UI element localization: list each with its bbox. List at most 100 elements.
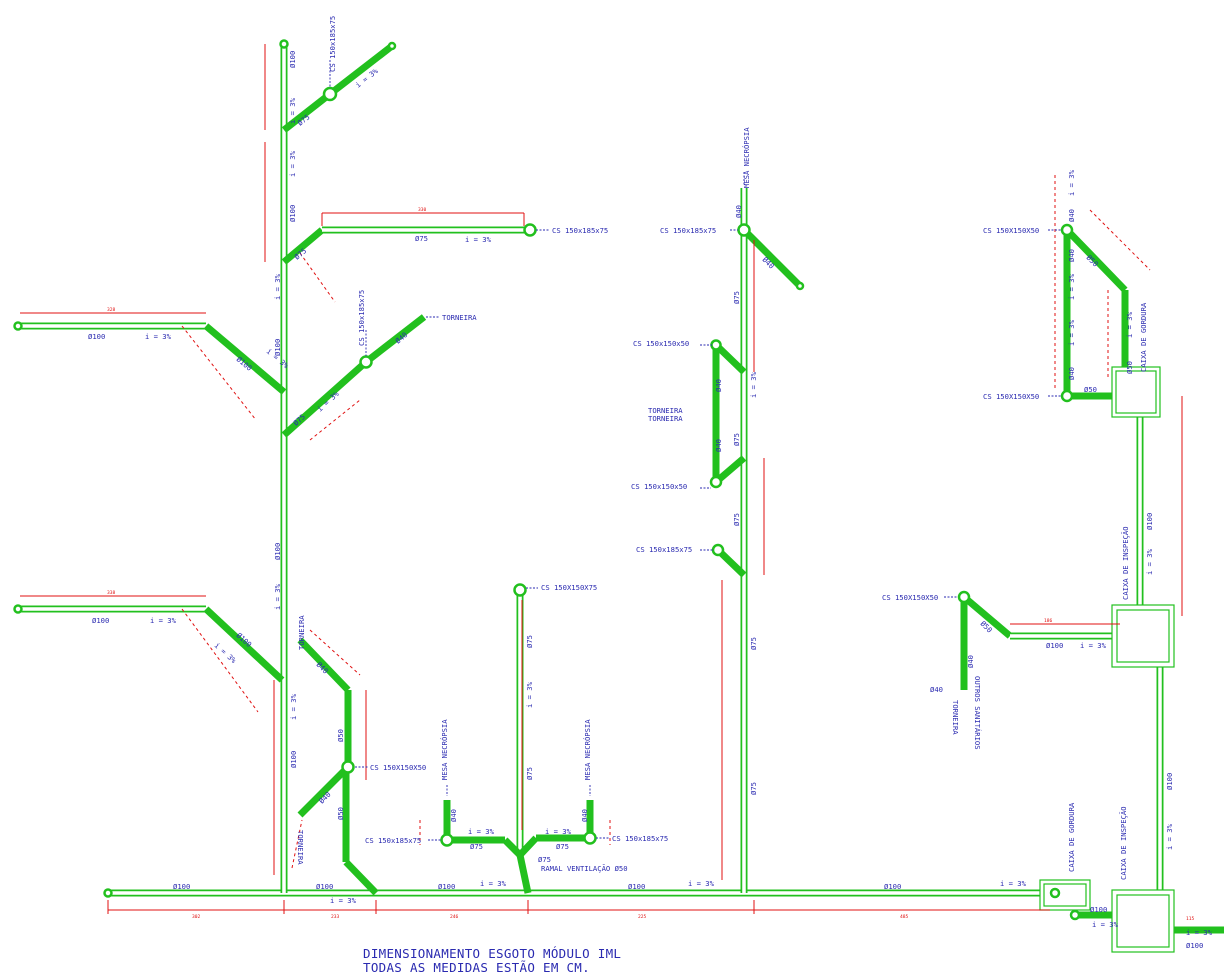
label-d75-rc-b: Ø75 [732, 433, 741, 446]
dim-186: 186 [1044, 618, 1053, 624]
label-caixa-gordura-top: CAIXA DE GORDURA [1139, 302, 1148, 372]
label-d100-fr: Ø100 [1145, 513, 1154, 530]
label-mesa-left: MESA NECRÓPSIA [440, 719, 449, 780]
label-slope-b: i = 3% [688, 879, 715, 888]
label-torneira-rc-a: TORNEIRA [648, 406, 683, 415]
pipe-network [18, 43, 1224, 934]
dim-233: 233 [331, 914, 340, 920]
label-slope-v1: i = 3% [288, 97, 297, 124]
drawing-title: DIMENSIONAMENTO ESGOTO MÓDULO IML [363, 946, 622, 961]
label-slope-v5: i = 3% [289, 693, 298, 720]
label-slope-os: i = 3% [1080, 641, 1107, 650]
label-d50-fr-b: Ø50 [1084, 385, 1097, 394]
label-slope-frl: i = 3% [1165, 823, 1174, 850]
label-slope-a: i = 3% [480, 879, 507, 888]
label-d100-v2: Ø100 [288, 205, 297, 222]
label-mesa-top: MESA NECRÓPSIA [742, 127, 751, 188]
label-cs-185-left: CS 150x185x75 [365, 836, 421, 845]
label-d75-rc-d: Ø75 [749, 637, 758, 650]
label-d50-fr-c: Ø50 [1125, 361, 1134, 374]
label-d100-v1: Ø100 [288, 51, 297, 68]
label-cs-150x150x75: CS 150X150X75 [541, 583, 597, 592]
label-cs-top-right: CS 150x185x75 [552, 226, 608, 235]
label-slope-frl-b: i = 3% [1092, 920, 1119, 929]
label-slope-fr-d: i = 3% [1125, 311, 1134, 338]
annotation-leaders [329, 60, 1062, 841]
label-d100-v5: Ø100 [289, 751, 298, 768]
label-d100-frl-b: Ø100 [1090, 905, 1107, 914]
label-slope-fr-e: i = 3% [1145, 548, 1154, 575]
label-torneira-os: TORNEIRA [951, 700, 960, 735]
label-slope-c: i = 3% [1000, 879, 1027, 888]
dim-246: 246 [450, 914, 459, 920]
label-d100-diag-a: Ø100 [235, 355, 254, 373]
label-slope-frl-c: i = 3% [1186, 928, 1213, 937]
label-slope-h: i = 3% [465, 235, 492, 244]
label-d100-e: Ø100 [884, 882, 901, 891]
dim-225: 225 [638, 914, 647, 920]
cs-box-top [322, 86, 338, 102]
label-caixa-inspecao-bottom: CAIXA DE INSPEÇÃO [1119, 806, 1128, 880]
label-d100-frl: Ø100 [1165, 773, 1174, 790]
label-slope-fr-c: i = 3% [1067, 319, 1076, 346]
label-torneira-a: TORNEIRA [297, 615, 306, 650]
label-d75-rc-a: Ø75 [732, 291, 741, 304]
label-d100-v4: Ø100 [273, 543, 282, 560]
label-d75-mesa-l: Ø75 [470, 842, 483, 851]
label-d40-os: Ø40 [966, 655, 975, 668]
label-d40-fr-c: Ø40 [1067, 367, 1076, 380]
label-d100-d: Ø100 [628, 882, 645, 891]
label-d75-rc-e: Ø75 [749, 782, 758, 795]
label-slope-left-a: i = 3% [145, 332, 172, 341]
label-d40-mesa-r: Ø40 [580, 809, 589, 822]
label-slope-mesa-r: i = 3% [545, 827, 572, 836]
label-slope-left-b: i = 3% [150, 616, 177, 625]
label-caixa-gordura-bottom: CAIXA DE GORDURA [1067, 802, 1076, 872]
label-slope-center: i = 3% [525, 681, 534, 708]
dim-115: 115 [1186, 916, 1195, 922]
dim-485: 485 [900, 914, 909, 920]
label-d40-rc-b: Ø40 [714, 379, 723, 392]
label-d40-fr-a: Ø40 [1067, 209, 1076, 222]
dim-328: 328 [107, 307, 116, 313]
label-slope-v3: i = 3% [273, 273, 282, 300]
label-outros: OUTROS SANITÁRIOS [973, 676, 982, 750]
dim-302: 302 [192, 914, 201, 920]
label-d100-frl-c: Ø100 [1186, 941, 1203, 950]
dim-338: 338 [107, 590, 116, 596]
label-cs-185-rc-b: CS 150x185x75 [636, 545, 692, 554]
label-torneira-top: TORNEIRA [442, 313, 477, 322]
label-slope-v2: i = 3% [288, 150, 297, 177]
label-torneira-rc-b: TORNEIRA [648, 414, 683, 423]
label-slope-v4: i = 3% [273, 583, 282, 610]
label-d75-center-b: Ø75 [525, 767, 534, 780]
label-cs-185-rc: CS 150x185x75 [660, 226, 716, 235]
label-slope-d: i = 3% [330, 896, 357, 905]
label-d50-b: Ø50 [336, 807, 345, 820]
label-mesa-right: MESA NECRÓPSIA [583, 719, 592, 780]
label-cs-185-right: CS 150x185x75 [612, 834, 668, 843]
label-d50-a: Ø50 [336, 729, 345, 742]
label-cs-150-fr-b: CS 150X150X50 [983, 392, 1039, 401]
drawing-subtitle: TODAS AS MEDIDAS ESTÃO EM CM. [363, 960, 590, 975]
label-d75-rc-c: Ø75 [732, 513, 741, 526]
label-d75-mesa-r: Ø75 [556, 842, 569, 851]
label-d40-mesa-l: Ø40 [449, 809, 458, 822]
label-d75-center-a: Ø75 [525, 635, 534, 648]
label-d100-left-b: Ø100 [92, 616, 109, 625]
label-d40-rc: Ø40 [734, 205, 743, 218]
label-d40-fr-b: Ø40 [1067, 249, 1076, 262]
label-torneira-b: TORNEIRA [296, 830, 305, 865]
label-cs-150-fr-a: CS 150X150X50 [983, 226, 1039, 235]
label-d100-os: Ø100 [1046, 641, 1063, 650]
inspection-boxes [1039, 366, 1175, 953]
label-ramal: RAMAL VENTILAÇÃO Ø50 [541, 864, 628, 873]
label-d100-a: Ø100 [173, 882, 190, 891]
label-d40-os-b: Ø40 [930, 685, 943, 694]
label-slope-mesa-l: i = 3% [468, 827, 495, 836]
dim-330: 330 [418, 207, 427, 213]
label-cs-150-os: CS 150X150X50 [882, 593, 938, 602]
dimension-lines [20, 44, 1183, 914]
label-d100-left-a: Ø100 [88, 332, 105, 341]
